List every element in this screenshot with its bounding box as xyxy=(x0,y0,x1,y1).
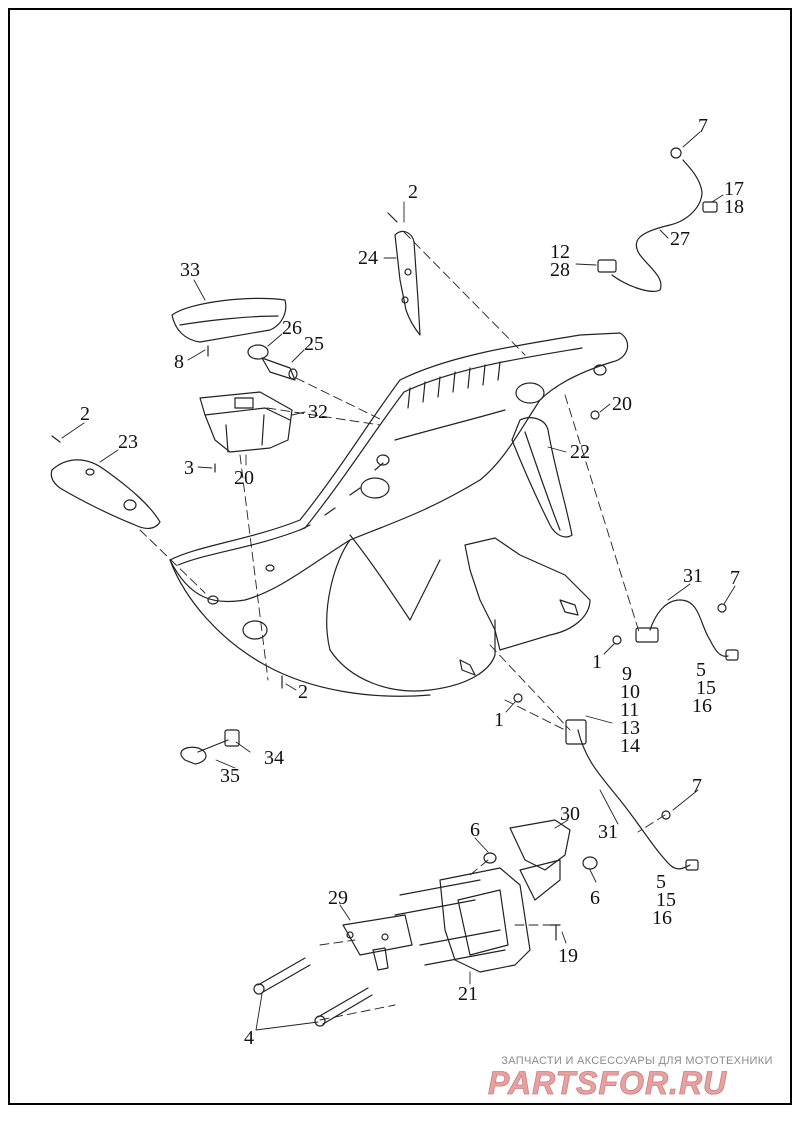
callout-35: 35 xyxy=(220,765,240,787)
callout-14: 14 xyxy=(620,735,640,757)
callout-20-left: 20 xyxy=(234,467,254,489)
callout-31-lower: 31 xyxy=(598,821,618,843)
callout-7-mid: 7 xyxy=(730,567,740,589)
callout-7-bottom: 7 xyxy=(692,775,702,797)
callout-31-upper: 31 xyxy=(683,565,703,587)
leader-lines xyxy=(139,231,666,1021)
callout-23: 23 xyxy=(118,431,138,453)
cable-tie xyxy=(180,729,240,765)
fairing-assembly xyxy=(169,332,629,697)
callout-1-left: 1 xyxy=(494,709,504,731)
callout-6-left: 6 xyxy=(470,819,480,841)
callout-32: 32 xyxy=(308,401,328,423)
callout-2-top: 2 xyxy=(408,181,418,203)
bracket-24 xyxy=(394,230,421,336)
callout-12: 12 xyxy=(550,241,570,263)
callout-27: 27 xyxy=(670,228,690,250)
callout-19: 19 xyxy=(558,945,578,967)
callout-18: 18 xyxy=(724,196,744,218)
module-32 xyxy=(199,391,293,453)
diagram-frame xyxy=(8,8,792,1105)
lower-cover-plate xyxy=(459,537,591,676)
callout-leaders xyxy=(61,131,736,1031)
inner-panel-22 xyxy=(511,417,573,538)
svg-text:PARTSFOR.RU: PARTSFOR.RU xyxy=(488,1065,727,1101)
connector-25-26 xyxy=(247,344,298,381)
callout-28: 28 xyxy=(550,259,570,281)
callout-16-upper: 16 xyxy=(692,695,712,717)
callout-25: 25 xyxy=(304,333,324,355)
bolts-4 xyxy=(253,957,373,1027)
harness-27 xyxy=(597,159,718,292)
callout-9: 9 xyxy=(622,663,632,685)
callout-5-upper: 5 xyxy=(696,659,706,681)
callout-5-lower: 5 xyxy=(656,871,666,893)
callout-33: 33 xyxy=(180,259,200,281)
callout-34: 34 xyxy=(264,747,284,769)
callout-7-top: 7 xyxy=(698,115,708,137)
callout-15-lower: 15 xyxy=(656,889,676,911)
callout-6-right: 6 xyxy=(590,887,600,909)
callout-8: 8 xyxy=(174,351,184,373)
callout-26: 26 xyxy=(282,317,302,339)
harness-31-lower xyxy=(565,719,699,871)
callout-4: 4 xyxy=(244,1027,254,1049)
callout-29: 29 xyxy=(328,887,348,909)
screws xyxy=(51,147,727,820)
side-cover-23 xyxy=(50,459,161,529)
callout-labels: 2 24 7 17 18 27 12 28 33 26 25 8 32 2 23… xyxy=(80,115,744,1049)
harness-31-upper xyxy=(635,599,739,661)
callout-17: 17 xyxy=(724,178,744,200)
callout-24: 24 xyxy=(358,247,378,269)
callout-10: 10 xyxy=(620,681,640,703)
callout-13: 13 xyxy=(620,717,640,739)
bracket-assembly-21 xyxy=(342,819,598,973)
callout-16-lower: 16 xyxy=(652,907,672,929)
callout-3: 3 xyxy=(184,457,194,479)
callout-15-upper: 15 xyxy=(696,677,716,699)
callout-22: 22 xyxy=(570,441,590,463)
callout-20-right: 20 xyxy=(612,393,632,415)
lid-33 xyxy=(171,297,287,343)
callout-21: 21 xyxy=(458,983,478,1005)
callout-1-right: 1 xyxy=(592,651,602,673)
callout-2-bottom: 2 xyxy=(298,681,308,703)
watermark-logo: PARTSFOR.RU xyxy=(488,1065,727,1102)
callout-30: 30 xyxy=(560,803,580,825)
callout-2-left: 2 xyxy=(80,403,90,425)
watermark-tagline: ЗАПЧАСТИ И АКСЕССУАРЫ ДЛЯ МОТОТЕХНИКИ xyxy=(501,1055,773,1067)
callout-11: 11 xyxy=(620,699,639,721)
